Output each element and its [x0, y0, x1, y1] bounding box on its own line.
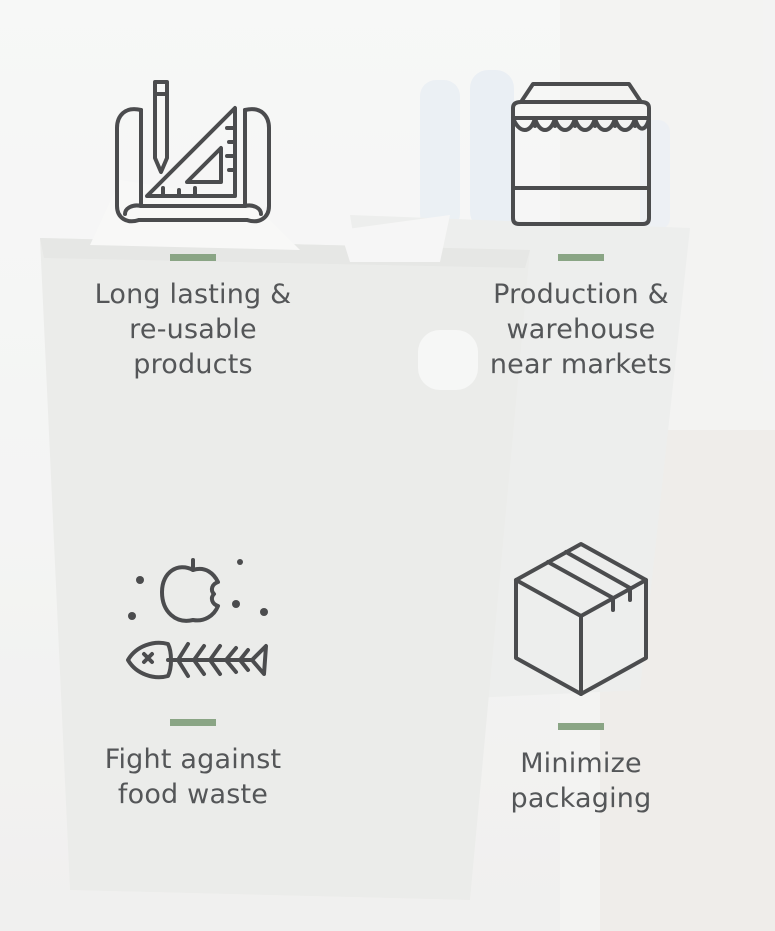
feature-label: Production & warehouse near markets [489, 279, 673, 380]
feature-long-lasting: Long lasting & re-usable products [63, 78, 323, 382]
storefront-awning-icon [511, 82, 651, 226]
feature-label: Long lasting & re-usable products [94, 279, 292, 380]
accent-bar [558, 254, 604, 261]
feature-minimize-packaging: Minimize packaging [451, 540, 711, 816]
feature-food-waste: Fight against food waste [63, 548, 323, 812]
accent-bar [558, 723, 604, 730]
feature-label: Minimize packaging [510, 748, 652, 814]
accent-bar [170, 254, 216, 261]
feature-production-warehouse: Production & warehouse near markets [451, 78, 711, 382]
feature-label: Fight against food waste [104, 744, 282, 810]
apple-core-fish-bone-icon [126, 558, 268, 680]
cardboard-box-icon [514, 542, 648, 696]
blueprint-pencil-ruler-icon [115, 80, 271, 224]
accent-bar [170, 719, 216, 726]
